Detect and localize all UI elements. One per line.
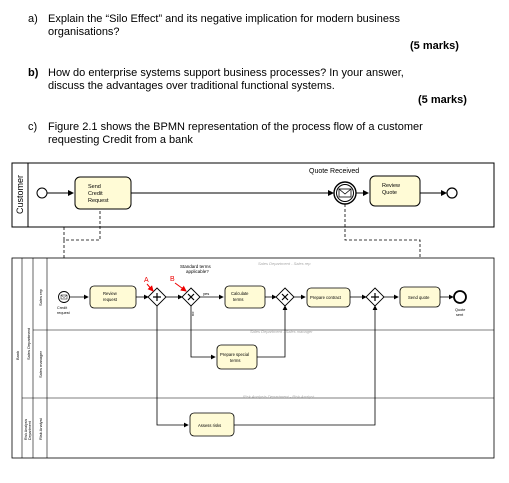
task-label: Assess risks [198,423,221,428]
annotation-a: A [144,277,154,292]
marks-b: (5 marks) [418,94,467,106]
lane-watermark: Sales Department - Sales rep [258,261,311,266]
task-label-line1: Review [382,183,400,189]
task-label: Send quote [408,295,430,300]
task-label-line3: Request [88,198,109,204]
customer-start-event [36,187,48,199]
quote-sent-end-event: Quote sent [453,290,467,317]
customer-end-event [446,187,458,199]
risk-department-label-line2: Department [28,421,32,440]
quote-received-event: Quote Received [309,168,359,205]
send-credit-request-task: Send Credit Request [74,176,132,210]
question-number: c) [28,121,38,133]
assess-risks-task: Assess risks [189,412,235,437]
svg-text:B: B [170,276,175,283]
task-label-line2: Quote [382,190,397,196]
envelope-icon [338,188,352,198]
annotation-b: B [170,276,187,292]
review-quote-task: Review Quote [369,175,421,207]
sales-rep-lane-label: Sales rep [38,288,43,306]
svg-text:A: A [144,277,149,284]
marks-a: (5 marks) [410,40,459,52]
send-quote-task: Send quote [399,286,441,308]
risk-analyst-lane-label: Risk Analyst [38,417,43,440]
event-label-line2: sent [456,313,464,317]
task-label-line2: Credit [88,191,103,197]
quote-received-label: Quote Received [309,168,359,175]
prepare-contract-task: Prepare contract [306,287,351,308]
event-label-line1: Quote [455,308,465,312]
risk-department-label-line1: Risk Analysis [24,419,28,440]
task-label-line1: Review [103,291,118,296]
question-text-line1: How do enterprise systems support busine… [48,67,404,79]
question-text-line2: organisations? [48,26,120,38]
lane-watermark: Risk Analysis Department - Risk Analyst [243,394,315,399]
calculate-terms-task: Calculate terms [224,285,266,309]
yes-label: yes [203,291,209,296]
review-request-task: Review request [89,285,137,309]
question-number: a) [28,13,38,25]
bank-pool-label: Bank [15,351,20,360]
task-label: Prepare contract [310,295,342,300]
task-label-line2: terms [233,297,243,302]
event-label-line1: Credit [57,306,68,310]
sales-department-label: Sales Department [26,327,31,360]
question-text-line1: Explain the “Silo Effect” and its negati… [48,13,400,25]
customer-pool-label: Customer [15,175,25,214]
question-text-line2: discuss the advantages over traditional … [48,80,335,92]
question-number: b) [28,67,39,79]
sales-manager-lane-label: Sales manager [38,350,43,378]
no-label: no [190,311,195,316]
prepare-special-terms-task: Prepare special terms [216,344,258,370]
question-text-line1: Figure 2.1 shows the BPMN representation… [48,121,423,133]
task-label-line2: request [103,297,118,302]
credit-request-start-event: Credit request [57,291,71,315]
parallel-gateway-join [365,287,385,307]
standard-terms-label-line1: Standard terms [180,264,212,269]
task-label-line1: Calculate [231,291,249,296]
envelope-icon [60,294,68,300]
task-label-line2: terms [230,358,240,363]
question-text-line2: requesting Credit from a bank [48,134,193,146]
task-label-line1: Send [88,184,101,190]
lane-watermark: Sales Department - Sales manager [250,329,313,334]
standard-terms-label-line2: applicable? [186,269,209,274]
parallel-gateway-split [147,287,167,307]
exclusive-gateway-decision: Standard terms applicable? [180,264,212,307]
task-label-line1: Prepare special [220,352,249,357]
event-label-line2: request [57,311,71,315]
